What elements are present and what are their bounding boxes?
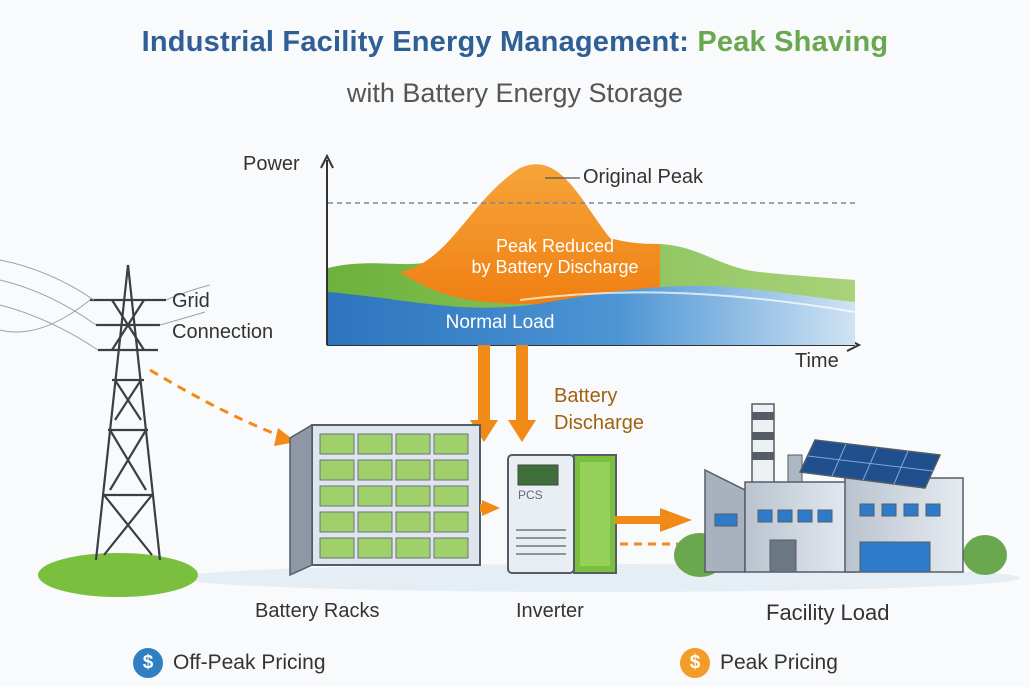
x-axis-label: Time	[795, 350, 839, 372]
y-axis-arrow-icon	[320, 153, 334, 169]
discharge-arrow-head-right	[508, 420, 536, 442]
y-axis-label: Power	[243, 153, 300, 175]
legend-off-peak: $ Off-Peak Pricing	[133, 648, 326, 678]
dollar-coin-icon: $	[680, 648, 710, 678]
peak-reduced-line-2: by Battery Discharge	[471, 257, 639, 277]
battery-discharge-label: Battery Discharge	[554, 383, 644, 437]
discharge-arrow-shaft-left	[478, 345, 490, 423]
racks-to-inverter-shaft	[480, 504, 486, 512]
grid-connection-label: Grid Connection	[172, 286, 273, 348]
legend-off-peak-label: Off-Peak Pricing	[173, 651, 326, 674]
title-main: Industrial Facility Energy Management:	[141, 26, 690, 58]
peak-reduced-label: Peak Reduced by Battery Discharge	[440, 236, 670, 278]
inverter-to-facility-shaft	[615, 516, 665, 524]
inverter-to-facility-arrow-icon	[660, 508, 692, 532]
battery-discharge-line-2: Discharge	[554, 412, 645, 434]
facility-building	[674, 403, 1007, 577]
title-accent: Peak Shaving	[697, 26, 889, 58]
normal-load-label: Normal Load	[445, 312, 555, 333]
grass-mound	[38, 553, 198, 597]
racks-to-inverter-arrow-icon	[482, 500, 500, 516]
inverter-label: Inverter	[516, 600, 584, 622]
grid-label-line-2: Connection	[172, 321, 274, 343]
transmission-tower	[0, 259, 211, 597]
legend-peak: $ Peak Pricing	[680, 648, 838, 678]
inverter-panel-label: PCS	[518, 488, 543, 502]
battery-racks-label: Battery Racks	[255, 600, 380, 622]
dollar-coin-icon: $	[133, 648, 163, 678]
diagram-subtitle: with Battery Energy Storage	[346, 78, 684, 108]
diagram-title: Industrial Facility Energy Management: P…	[0, 26, 1030, 59]
discharge-arrow-shaft-right	[516, 345, 528, 423]
grid-supply-dashed-arrow	[149, 368, 286, 440]
grid-label-line-1: Grid	[172, 290, 210, 312]
load-chart	[320, 153, 862, 352]
normal-load-area	[328, 285, 855, 345]
wave-highlight	[519, 291, 856, 313]
inverter-unit	[507, 454, 617, 574]
legend-peak-label: Peak Pricing	[720, 651, 838, 674]
battery-racks	[289, 423, 481, 577]
peak-area	[400, 164, 660, 305]
battery-discharge-line-1: Battery	[554, 385, 618, 407]
facility-load-label: Facility Load	[766, 600, 890, 625]
original-peak-label: Original Peak	[583, 166, 704, 188]
peak-reduced-line-1: Peak Reduced	[495, 236, 615, 256]
